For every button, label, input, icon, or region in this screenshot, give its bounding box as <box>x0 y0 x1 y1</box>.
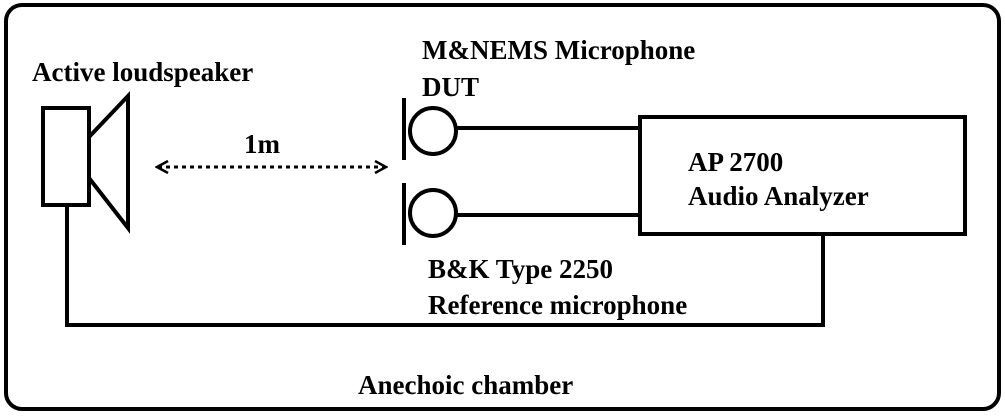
audio-analyzer-box <box>638 115 967 236</box>
speaker-label: Active loudspeaker <box>32 57 254 87</box>
analyzer-label-line1: AP 2700 <box>688 147 784 177</box>
speaker-drive-cable <box>65 205 825 327</box>
loudspeaker-icon <box>41 90 130 234</box>
chamber-label: Anechoic chamber <box>358 370 574 400</box>
distance-label: 1m <box>244 129 280 159</box>
dut-label-line2: DUT <box>422 72 480 102</box>
reference-label-line2: Reference microphone <box>428 290 688 320</box>
loudspeaker-box <box>41 106 91 207</box>
analyzer-label-line2: Audio Analyzer <box>688 181 869 211</box>
reference-microphone-icon <box>402 183 458 245</box>
dut-microphone-icon <box>402 98 458 160</box>
anechoic-chamber-border <box>4 3 1001 411</box>
dut-label-line1: M&NEMS Microphone <box>422 35 696 65</box>
reference-label-line1: B&K Type 2250 <box>428 254 614 284</box>
loudspeaker-cone <box>87 90 130 234</box>
